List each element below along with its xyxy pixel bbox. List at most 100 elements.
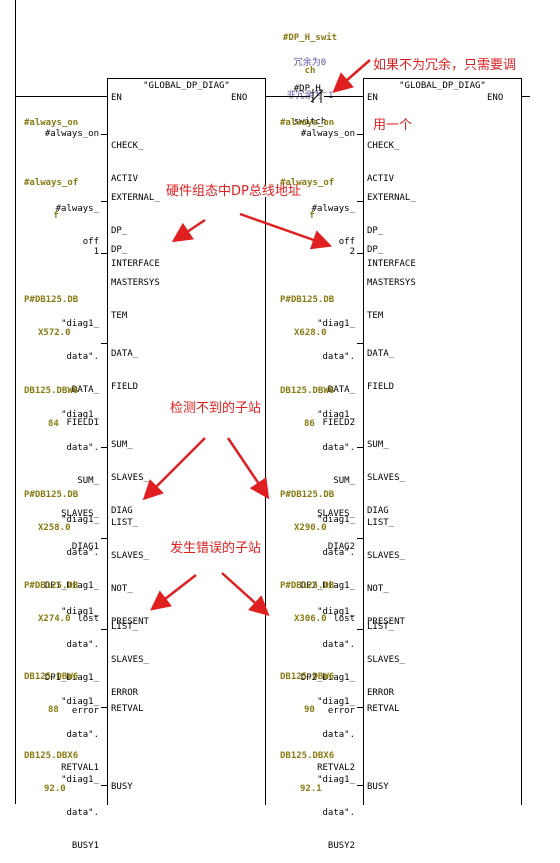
nc-contact[interactable] <box>310 89 324 103</box>
param-notpresent-symbol[interactable]: "diag1_ data". DP1_Diag1_ lost <box>10 493 99 636</box>
pin-sum-slaves-diag[interactable]: SUM_ SLAVES_ DIAG <box>367 418 405 539</box>
symbol-line: BUSY2 <box>327 841 355 851</box>
symbol-line: "diag1_ <box>317 697 355 707</box>
pin-stub <box>101 134 107 135</box>
param-mastersystem-value[interactable]: 2 <box>349 247 355 257</box>
pin-list-slaves-error[interactable]: LIST_ SLAVES_ ERROR <box>111 600 149 721</box>
pin-busy[interactable]: BUSY <box>367 782 389 792</box>
pin-data-field[interactable]: DATA_ FIELD <box>367 327 394 415</box>
pin-busy[interactable]: BUSY <box>111 782 133 792</box>
pin-list-slaves-not-present[interactable]: LIST_ SLAVES_ NOT_ PRESENT <box>367 496 405 650</box>
param-check-operand: #always_on <box>24 118 79 128</box>
arrow-redundancy <box>332 59 371 93</box>
param-datafield-address: P#DB125.DB X572.0 <box>24 273 78 350</box>
wire-en-2[interactable] <box>324 96 364 97</box>
param-retval-address: DB125.DBW6 88 <box>24 650 78 727</box>
contact-label-line: switch <box>293 117 327 127</box>
symbol-line: data". <box>66 548 99 558</box>
address-line: X290.0 <box>294 523 327 533</box>
param-sumslaves-address: DB125.DBW6 84 <box>24 364 78 441</box>
symbol-line: SUM_ <box>77 476 99 486</box>
pin-stub <box>357 785 363 786</box>
annotation-error-slave: 发生错误的子站 <box>170 541 262 556</box>
pin-en[interactable]: EN <box>367 93 378 103</box>
param-retval-symbol[interactable]: "diag1_ data". RETVAL1 <box>10 675 99 785</box>
pin-line: LIST_ <box>367 518 395 528</box>
pin-dp-mastersystem[interactable]: DP_ MASTERSYS TEM <box>367 223 416 344</box>
symbol-line: "diag1_ <box>317 319 355 329</box>
pin-stub <box>101 629 107 630</box>
pin-retval[interactable]: RETVAL <box>367 704 400 714</box>
pin-stub <box>357 538 363 539</box>
pin-check-activ[interactable]: CHECK_ ACTIV <box>367 119 400 207</box>
pin-line: SLAVES_ <box>111 551 149 561</box>
param-retval-symbol[interactable]: "diag1_ data". RETVAL2 <box>266 675 355 785</box>
pin-line: TEM <box>111 311 128 321</box>
annotation-arrows <box>142 59 371 617</box>
operand-line: f <box>309 211 315 221</box>
wire-en-1[interactable] <box>15 96 107 97</box>
param-notpresent-symbol[interactable]: "diag1_ data". DP2_Diag1_ lost <box>266 493 355 636</box>
param-retval-address: DB125.DBW6 90 <box>280 650 334 727</box>
param-check-value[interactable]: #always_on <box>44 129 99 139</box>
address-line: X306.0 <box>294 614 327 624</box>
param-datafield-symbol[interactable]: "diag1_ data". DATA_ FIELD1 <box>10 297 99 440</box>
contact-symbol-icon <box>310 89 324 103</box>
value-line: off <box>82 237 99 247</box>
param-sumslaves-symbol[interactable]: "diag1_ data". SUM_ SLAVES_ DIAG1 <box>10 388 99 564</box>
wire-eno-2[interactable] <box>520 96 530 97</box>
symbol-line: data". <box>66 640 99 650</box>
pin-en[interactable]: EN <box>111 93 122 103</box>
pin-eno[interactable]: ENO <box>231 93 248 103</box>
address-line: 92.0 <box>44 784 66 794</box>
symbol-line: data". <box>322 730 355 740</box>
pin-external-dp-interface[interactable]: EXTERNAL_ DP_ INTERFACE <box>367 171 416 292</box>
operand-line: #always_of <box>24 178 79 188</box>
pin-check-activ[interactable]: CHECK_ ACTIV <box>111 119 144 207</box>
annotation-redundancy: 如果不为冗余，只需要调 用一个 <box>373 16 516 156</box>
symbol-line: data". <box>66 730 99 740</box>
pin-dp-mastersystem[interactable]: DP_ MASTERSYS TEM <box>111 223 160 344</box>
symbol-line: "diag1_ <box>61 410 99 420</box>
pin-line: SLAVES_ <box>367 655 405 665</box>
param-mastersystem-value[interactable]: 1 <box>93 247 99 257</box>
pin-sum-slaves-diag[interactable]: SUM_ SLAVES_ DIAG <box>111 418 149 539</box>
address-line: 88 <box>48 705 59 715</box>
param-sumslaves-symbol[interactable]: "diag1_ data". SUM_ SLAVES_ DIAG2 <box>266 388 355 564</box>
pin-line: DP_ <box>367 245 384 255</box>
param-error-symbol[interactable]: "diag1_ data". DP2_Diag1_ error <box>266 585 355 728</box>
address-line: P#DB125.DB <box>280 295 335 305</box>
pin-stub <box>357 253 363 254</box>
symbol-line: lost <box>77 614 99 624</box>
param-error-symbol[interactable]: "diag1_ data". DP1_Diag1_ error <box>10 585 99 728</box>
pin-stub <box>101 538 107 539</box>
pin-line: DIAG <box>367 506 389 516</box>
pin-retval[interactable]: RETVAL <box>111 704 144 714</box>
address-line: X572.0 <box>38 328 71 338</box>
symbol-line: data". <box>322 352 355 362</box>
address-line: X628.0 <box>294 328 327 338</box>
pin-data-field[interactable]: DATA_ FIELD <box>111 327 138 415</box>
pin-stub <box>101 707 107 708</box>
fb-block-2[interactable]: "GLOBAL_DP_DIAG" EN ENO CHECK_ ACTIV EXT… <box>363 78 522 805</box>
pin-line: FIELD <box>367 382 395 392</box>
pin-eno[interactable]: ENO <box>487 93 504 103</box>
pin-line: ERROR <box>111 688 139 698</box>
symbol-line: RETVAL2 <box>317 763 355 773</box>
comment-line: 冗余为0 <box>293 58 327 68</box>
address-line: DB125.DBX6 <box>24 751 79 761</box>
param-datafield-symbol[interactable]: "diag1_ data". DATA_ FIELD2 <box>266 297 355 440</box>
pin-stub <box>101 253 107 254</box>
pin-list-slaves-not-present[interactable]: LIST_ SLAVES_ NOT_ PRESENT <box>111 496 149 650</box>
symbol-line: DP2_Diag1_ <box>300 581 355 591</box>
pin-list-slaves-error[interactable]: LIST_ SLAVES_ ERROR <box>367 600 405 721</box>
param-ext-value[interactable]: #always_ off <box>10 182 99 259</box>
wire-eno-1[interactable] <box>265 96 310 97</box>
param-check-value[interactable]: #always_on <box>300 129 355 139</box>
param-ext-value[interactable]: #always_ off <box>266 182 355 259</box>
pin-external-dp-interface[interactable]: EXTERNAL_ DP_ INTERFACE <box>111 171 160 292</box>
pin-line: DP_ <box>111 226 128 236</box>
fb-block-1[interactable]: "GLOBAL_DP_DIAG" EN ENO CHECK_ ACTIV EXT… <box>107 78 266 805</box>
symbol-line: DATA_ <box>71 385 99 395</box>
symbol-line: DP1_Diag1_ <box>44 673 99 683</box>
